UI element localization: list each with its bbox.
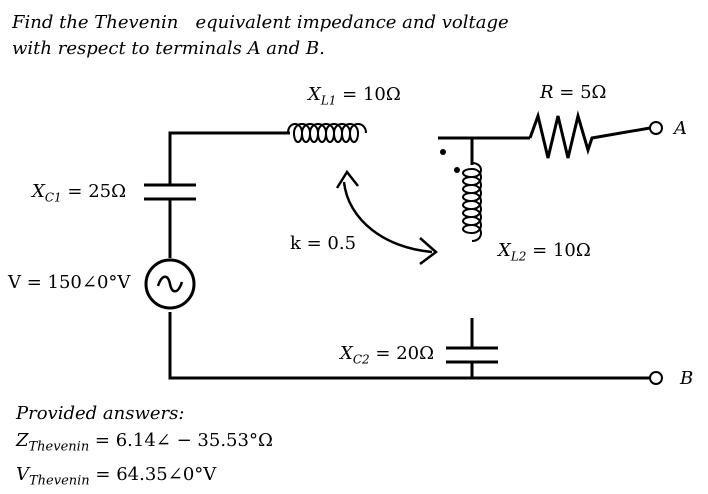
coupling-arrowhead-right (419, 237, 438, 265)
dot-xl1 (440, 149, 446, 155)
terminal-a-node (649, 121, 663, 135)
wire-bottom (168, 312, 650, 380)
coupling-arrow (342, 181, 433, 254)
inductor-xl1 (287, 123, 367, 143)
source-wave (156, 275, 184, 293)
label-xc2: XC2 = 20Ω (340, 343, 435, 367)
resistor-r (528, 110, 651, 159)
terminal-a: A (674, 118, 687, 139)
coupling-arrowhead-top (335, 169, 359, 189)
inductor-xl2 (462, 162, 482, 242)
provided-answers: Provided answers: ZThevenin = 6.14∠ − 35… (16, 400, 273, 494)
label-source: V = 150∠0°V (8, 272, 131, 293)
label-r: R = 5Ω (540, 82, 607, 103)
label-xl1: XL1 = 10Ω (308, 84, 401, 108)
wire-top-left (168, 131, 290, 185)
problem-statement: Find the Thevenin equivalent impedance a… (12, 10, 509, 62)
label-coupling: k = 0.5 (290, 233, 357, 254)
answers-heading: Provided answers: (16, 403, 185, 424)
answer-v: VThevenin = 64.35∠0°V (16, 463, 217, 489)
label-xl2: XL2 = 10Ω (498, 240, 591, 264)
problem-line-1: Find the Thevenin equivalent impedance a… (12, 12, 509, 33)
terminal-b-node (649, 371, 663, 385)
voltage-source (144, 258, 196, 310)
label-xc1: XC1 = 25Ω (32, 181, 127, 205)
capacitor-xc1 (144, 183, 196, 258)
answer-z: ZThevenin = 6.14∠ − 35.53°Ω (16, 430, 273, 455)
capacitor-xc2 (446, 346, 498, 364)
problem-line-2: with respect to terminals A and B. (12, 38, 325, 59)
terminal-b: B (680, 368, 694, 389)
dot-xl2 (454, 167, 460, 173)
